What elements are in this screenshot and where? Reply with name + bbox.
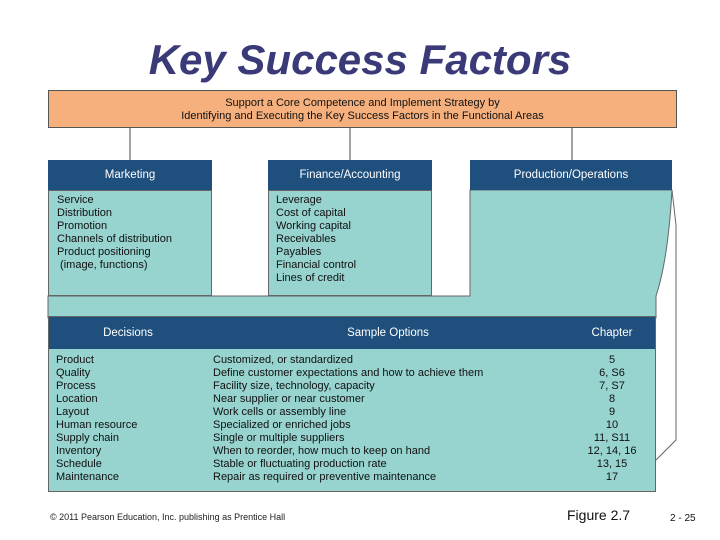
page-number: 2 - 25 xyxy=(670,513,696,524)
strategy-banner: Support a Core Competence and Implement … xyxy=(48,90,677,128)
table-cell: 10 xyxy=(605,419,619,431)
options-column: Customized, or standardized Define custo… xyxy=(213,354,483,484)
table-cell: 17 xyxy=(605,471,619,483)
list-item: Working capital xyxy=(276,220,351,232)
finance-list: Leverage Cost of capital Working capital… xyxy=(276,194,431,285)
table-cell: Facility size, technology, capacity xyxy=(213,380,375,392)
list-item: Financial control xyxy=(276,259,357,271)
banner-line-1: Support a Core Competence and Implement … xyxy=(225,97,500,109)
table-cell: Quality xyxy=(56,367,91,379)
list-item: Cost of capital xyxy=(276,207,346,219)
table-cell: 9 xyxy=(608,406,616,418)
chapter-column: 5 6, S6 7, S7 8 9 10 11, S11 12, 14, 16 … xyxy=(571,354,653,484)
list-item: Payables xyxy=(276,246,322,258)
figure-label: Figure 2.7 xyxy=(567,507,631,523)
decisions-column: Product Quality Process Location Layout … xyxy=(56,354,137,484)
list-item: Service xyxy=(57,194,94,206)
table-cell: Specialized or enriched jobs xyxy=(213,419,351,431)
table-cell: Customized, or standardized xyxy=(213,354,354,366)
table-cell: 8 xyxy=(608,393,616,405)
table-cell: Product xyxy=(56,354,94,366)
table-cell: Process xyxy=(56,380,96,392)
table-cell: Stable or fluctuating production rate xyxy=(213,458,387,470)
table-cell: Human resource xyxy=(56,419,138,431)
chapter-header: Chapter xyxy=(569,317,655,349)
table-cell: 7, S7 xyxy=(599,380,625,392)
options-header: Sample Options xyxy=(207,317,569,349)
banner-line-2: Identifying and Executing the Key Succes… xyxy=(181,110,544,122)
table-cell: Repair as required or preventive mainten… xyxy=(213,471,437,483)
production-shadow-edge xyxy=(655,189,677,461)
table-cell: Inventory xyxy=(56,445,102,457)
finance-box: Leverage Cost of capital Working capital… xyxy=(268,190,432,296)
table-cell: 6, S6 xyxy=(599,367,625,379)
page-title: Key Success Factors xyxy=(148,36,572,83)
copyright-notice: © 2011 Pearson Education, Inc. publishin… xyxy=(50,512,286,522)
table-cell: Work cells or assembly line xyxy=(213,406,347,418)
marketing-header: Marketing xyxy=(48,160,212,190)
list-item: Product positioning xyxy=(57,246,151,258)
table-cell: 5 xyxy=(608,354,616,366)
production-header: Production/Operations xyxy=(470,160,672,190)
list-item: Lines of credit xyxy=(276,272,345,284)
decisions-header: Decisions xyxy=(49,317,207,349)
list-item: Promotion xyxy=(57,220,108,232)
list-item: Distribution xyxy=(57,207,113,219)
table-cell: Schedule xyxy=(56,458,102,470)
list-item: Leverage xyxy=(276,194,322,206)
table-cell: Maintenance xyxy=(56,471,119,483)
decisions-table: Decisions Sample Options Chapter Product… xyxy=(48,316,656,492)
table-cell: 11, S11 xyxy=(593,432,631,444)
table-cell: Layout xyxy=(56,406,90,418)
table-cell: Single or multiple suppliers xyxy=(213,432,345,444)
table-cell: Location xyxy=(56,393,98,405)
marketing-box: Service Distribution Promotion Channels … xyxy=(48,190,212,296)
table-cell: 12, 14, 16 xyxy=(587,445,637,457)
finance-header: Finance/Accounting xyxy=(268,160,432,190)
table-cell: 13, 15 xyxy=(596,458,628,470)
marketing-list: Service Distribution Promotion Channels … xyxy=(57,194,211,272)
table-cell: Supply chain xyxy=(56,432,119,444)
table-cell: Define customer expectations and how to … xyxy=(213,367,484,379)
table-cell: Near supplier or near customer xyxy=(213,393,365,405)
list-item: Channels of distribution xyxy=(57,233,172,245)
table-cell: When to reorder, how much to keep on han… xyxy=(213,445,431,457)
list-item: (image, functions) xyxy=(57,259,148,271)
list-item: Receivables xyxy=(276,233,336,245)
